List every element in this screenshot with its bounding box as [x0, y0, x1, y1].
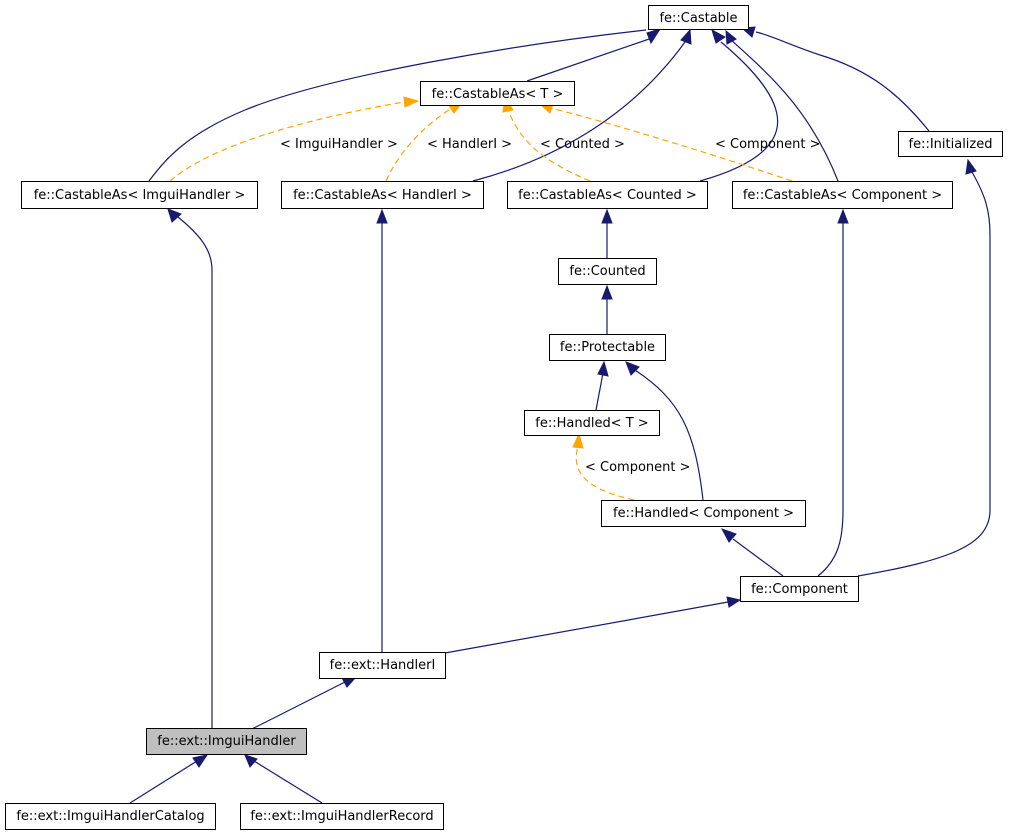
node-label: fe::Castable	[659, 11, 737, 26]
node-label: fe::ext::ImguiHandlerCatalog	[16, 809, 204, 824]
node-label: fe::ext::ImguiHandler	[157, 734, 296, 749]
node-imguihandlerrecord[interactable]: fe::ext::ImguiHandlerRecord	[240, 803, 444, 830]
node-label: fe::Initialized	[909, 137, 993, 152]
node-label: fe::ext::HandlerI	[330, 658, 436, 673]
arrowhead	[965, 158, 977, 175]
edge-label-handled-component: < Component >	[585, 460, 691, 475]
edge-handled-component-to-protectable	[634, 369, 704, 501]
node-handleri[interactable]: fe::ext::HandlerI	[319, 652, 446, 679]
arrowhead	[646, 28, 662, 45]
node-label: fe::CastableAs< HandlerI >	[293, 188, 472, 203]
node-label: fe::Protectable	[560, 340, 655, 355]
node-counted[interactable]: fe::Counted	[558, 258, 657, 285]
node-castable-as-handleri[interactable]: fe::CastableAs< HandlerI >	[281, 181, 484, 209]
arrowhead	[720, 528, 737, 543]
edge-initialized-to-castable	[755, 31, 930, 132]
edge-castableas-handleri-to-castable	[472, 41, 686, 182]
arrowhead	[711, 28, 726, 44]
arrowhead	[167, 208, 182, 223]
edge-label-component: < Component >	[715, 137, 821, 152]
edge-record-to-imguihandler	[253, 760, 323, 804]
arrowheads	[167, 26, 977, 768]
node-label: fe::CastableAs< T >	[432, 87, 564, 102]
edge-handled-component-to-handled-t	[575, 445, 635, 501]
arrowhead	[601, 284, 613, 300]
template-edges	[169, 101, 793, 501]
edge-label-counted: < Counted >	[540, 137, 625, 152]
node-label: fe::CastableAs< ImguiHandler >	[34, 188, 246, 203]
node-initialized[interactable]: fe::Initialized	[898, 131, 1003, 157]
node-handled-component[interactable]: fe::Handled< Component >	[601, 500, 806, 527]
node-imguihandler[interactable]: fe::ext::ImguiHandler	[146, 728, 307, 755]
edge-labels: < ImguiHandler > < HandlerI > < Counted …	[280, 137, 821, 475]
edge-imguihandler-to-handleri	[251, 681, 346, 730]
arrowhead	[625, 361, 640, 376]
node-handled-t[interactable]: fe::Handled< T >	[524, 410, 660, 436]
inheritance-edges	[129, 29, 991, 804]
edge-catalog-to-imguihandler	[129, 760, 198, 804]
arrowhead	[403, 96, 420, 108]
edge-castableas-imgui-to-castable	[148, 29, 647, 182]
edge-component-to-handled-component	[732, 538, 784, 577]
edge-castableas-counted-to-castableas-t	[507, 109, 591, 182]
edge-castableas-t-to-castable	[526, 37, 653, 82]
node-label: fe::Handled< Component >	[613, 506, 794, 521]
edge-castableas-counted-to-castable	[699, 41, 779, 182]
edge-castableas-component-to-castable	[730, 39, 839, 182]
arrowhead	[837, 208, 849, 224]
node-component[interactable]: fe::Component	[740, 576, 859, 602]
node-castable-as-imguihandler[interactable]: fe::CastableAs< ImguiHandler >	[21, 181, 258, 209]
node-label: fe::Component	[751, 582, 848, 597]
edge-label-handleri: < HandlerI >	[427, 137, 512, 152]
node-label: fe::Handled< T >	[535, 416, 648, 431]
edge-handled-t-to-protectable	[595, 372, 604, 411]
arrowhead	[601, 208, 613, 224]
arrowhead	[244, 754, 258, 768]
arrowhead	[680, 28, 692, 45]
node-castable-as-t[interactable]: fe::CastableAs< T >	[420, 81, 575, 106]
arrowhead	[725, 29, 737, 45]
edge-component-to-castableas-component	[817, 222, 844, 577]
node-castable-as-component[interactable]: fe::CastableAs< Component >	[732, 181, 953, 209]
node-label: fe::CastableAs< Counted >	[518, 188, 697, 203]
edge-label-imgui: < ImguiHandler >	[280, 137, 398, 152]
node-castable[interactable]: fe::Castable	[648, 5, 749, 30]
node-label: fe::CastableAs< Component >	[743, 188, 942, 203]
edge-castableas-imgui-to-castableas-t	[169, 101, 405, 182]
edge-castableas-component-to-castableas-t	[549, 107, 793, 182]
node-label: fe::ext::ImguiHandlerRecord	[250, 809, 433, 824]
edge-imguihandler-to-castableas-imgui	[177, 216, 213, 729]
node-imguihandlercatalog[interactable]: fe::ext::ImguiHandlerCatalog	[5, 803, 216, 830]
arrowhead	[726, 596, 742, 608]
arrowhead	[376, 208, 388, 224]
arrowhead	[597, 360, 609, 377]
edge-castableas-handleri-to-castableas-t	[385, 107, 453, 182]
node-protectable[interactable]: fe::Protectable	[549, 334, 666, 361]
node-label: fe::Counted	[569, 264, 645, 279]
edge-handleri-to-component	[444, 601, 729, 654]
arrowhead	[192, 754, 209, 768]
edge-component-to-initialized	[857, 171, 991, 577]
node-castable-as-counted[interactable]: fe::CastableAs< Counted >	[507, 181, 708, 209]
arrowhead	[572, 432, 584, 449]
